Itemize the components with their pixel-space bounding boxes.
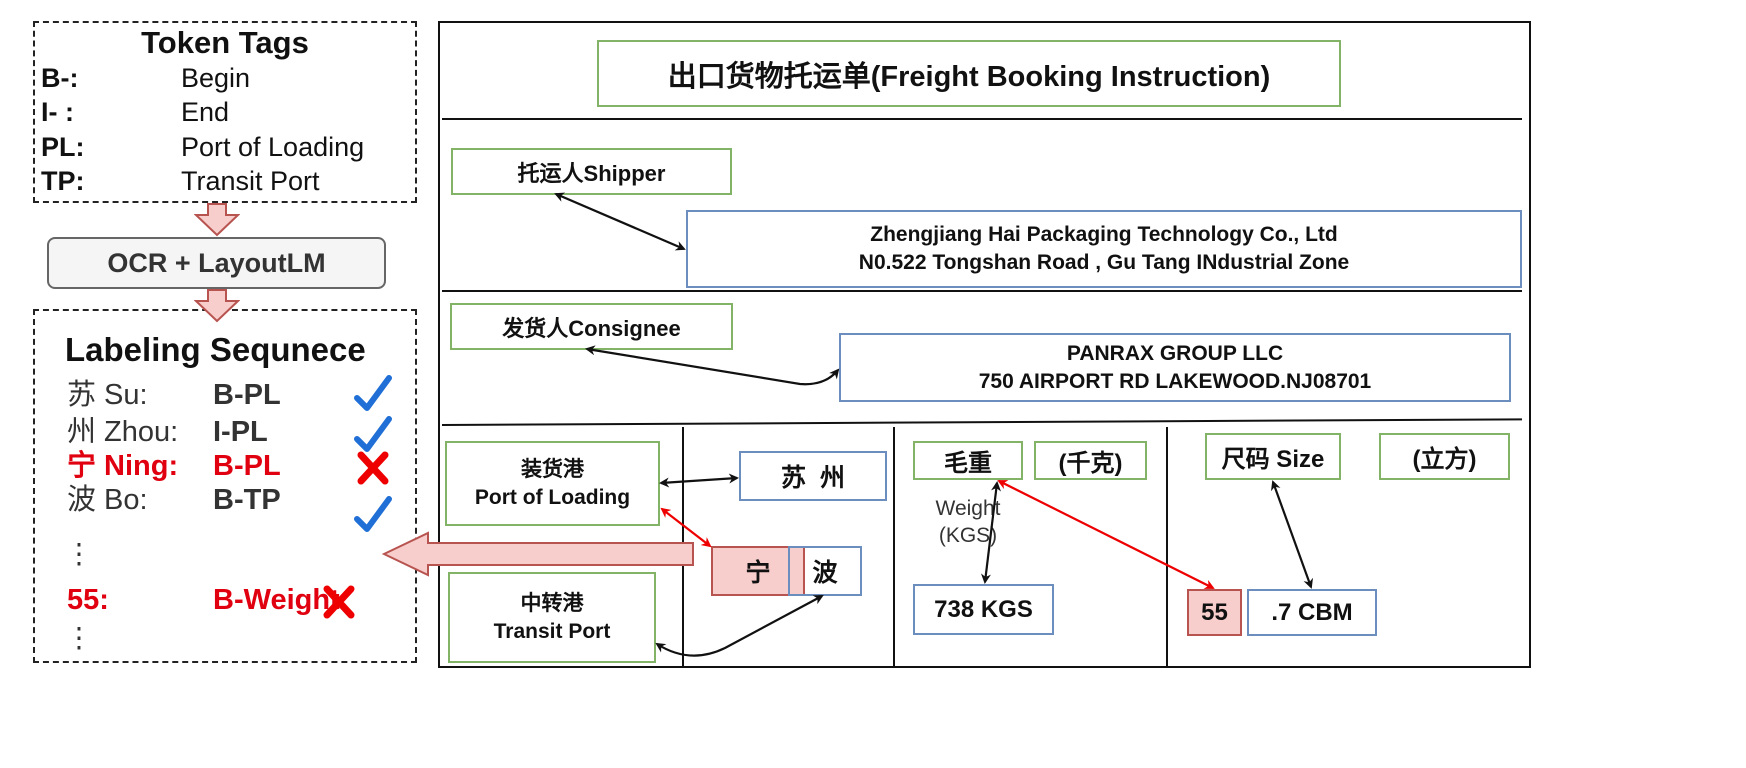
token-tags-title: Token Tags [141,25,309,60]
labeling-token: 宁 Ning: [67,450,179,482]
token-tag-value: Port of Loading [181,132,365,162]
consignee-line: 750 AIRPORT RD LAKEWOOD.NJ08701 [978,369,1372,393]
shipper-line: N0.522 Tongshan Road , Gu Tang INdustria… [858,251,1350,274]
size-value-part2: .7 CBM [1247,589,1377,636]
down-arrow-icon [194,203,240,237]
down-arrow-icon [194,289,240,323]
port-of-loading-en: Port of Loading [474,485,631,509]
transit-bo-connector [655,595,824,657]
token-tag-value: Begin [181,63,251,93]
divider [442,118,1522,120]
token-tag-value: Transit Port [181,166,320,196]
size-connector [1271,480,1313,589]
shipper-connector [554,192,686,251]
labeling-token: 波 Bo: [67,484,148,516]
labeling-tag: B-PL [213,379,281,411]
transit-port-label: 中转港 Transit Port [448,572,656,663]
check-icon [354,416,392,452]
left-arrow-icon [382,531,694,577]
token-tag-key: PL: [41,132,85,162]
check-icon [354,375,392,411]
weight-unit: (千克) [1034,441,1147,480]
ellipsis: ⋮ [65,538,93,569]
loading-ning-connector [660,507,712,548]
labeling-title: Labeling Sequnece [65,331,366,368]
labeling-token: 苏 Su: [67,379,148,411]
consignee-label: 发货人Consignee [450,303,733,350]
token-tag-key: I- : [41,97,74,127]
cross-icon [323,585,355,619]
token-tag-key: TP: [41,166,85,196]
token-tag-key: B-: [41,63,79,93]
transit-port-en: Transit Port [493,619,611,643]
labeling-tag: B-PL [213,450,281,482]
document-title: 出口货物托运单(Freight Booking Instruction) [597,40,1341,107]
divider [442,290,1522,292]
labeling-tag: B-Weight [213,584,340,616]
consignee-value: PANRAX GROUP LLC 750 AIRPORT RD LAKEWOOD… [839,333,1511,402]
consignee-connector [585,345,840,386]
divider [893,427,895,668]
labeling-sequence-box: Labeling Sequnece 苏 Su: B-PL 州 Zhou: I-P… [33,309,417,663]
consignee-line: PANRAX GROUP LLC [1066,341,1284,365]
labeling-tag: I-PL [213,416,268,448]
shipper-label: 托运人Shipper [451,148,732,195]
port-of-loading-label: 装货港 Port of Loading [445,441,660,526]
ocr-layoutlm-box: OCR + LayoutLM [47,237,386,289]
labeling-token: 55: [67,584,109,616]
shipper-line: Zhengjiang Hai Packaging Technology Co.,… [870,223,1338,246]
size-label: 尺码 Size [1205,433,1341,480]
token-tags-box: Token Tags B-: Begin I- : End PL: Port o… [33,21,417,203]
cross-icon [357,451,389,485]
weight-connector [980,481,1002,584]
ningbo-overlap-left [788,548,790,594]
size-unit: (立方) [1379,433,1510,480]
check-icon [354,496,392,532]
transit-port-cn: 中转港 [520,591,584,615]
weight-55-connector [997,480,1215,589]
weight-label: 毛重 [913,441,1023,480]
labeling-token: 州 Zhou: [67,416,179,448]
loading-suzhou-connector [659,473,739,488]
ellipsis: ⋮ [65,622,93,653]
labeling-tag: B-TP [213,484,281,516]
weight-value: 738 KGS [913,584,1054,635]
port-of-loading-value: 苏 州 [739,451,887,501]
shipper-value: Zhengjiang Hai Packaging Technology Co.,… [686,210,1522,288]
token-tag-value: End [181,97,230,127]
document-frame [438,21,1531,668]
port-of-loading-cn: 装货港 [521,457,584,481]
size-value-part1: 55 [1187,589,1242,636]
